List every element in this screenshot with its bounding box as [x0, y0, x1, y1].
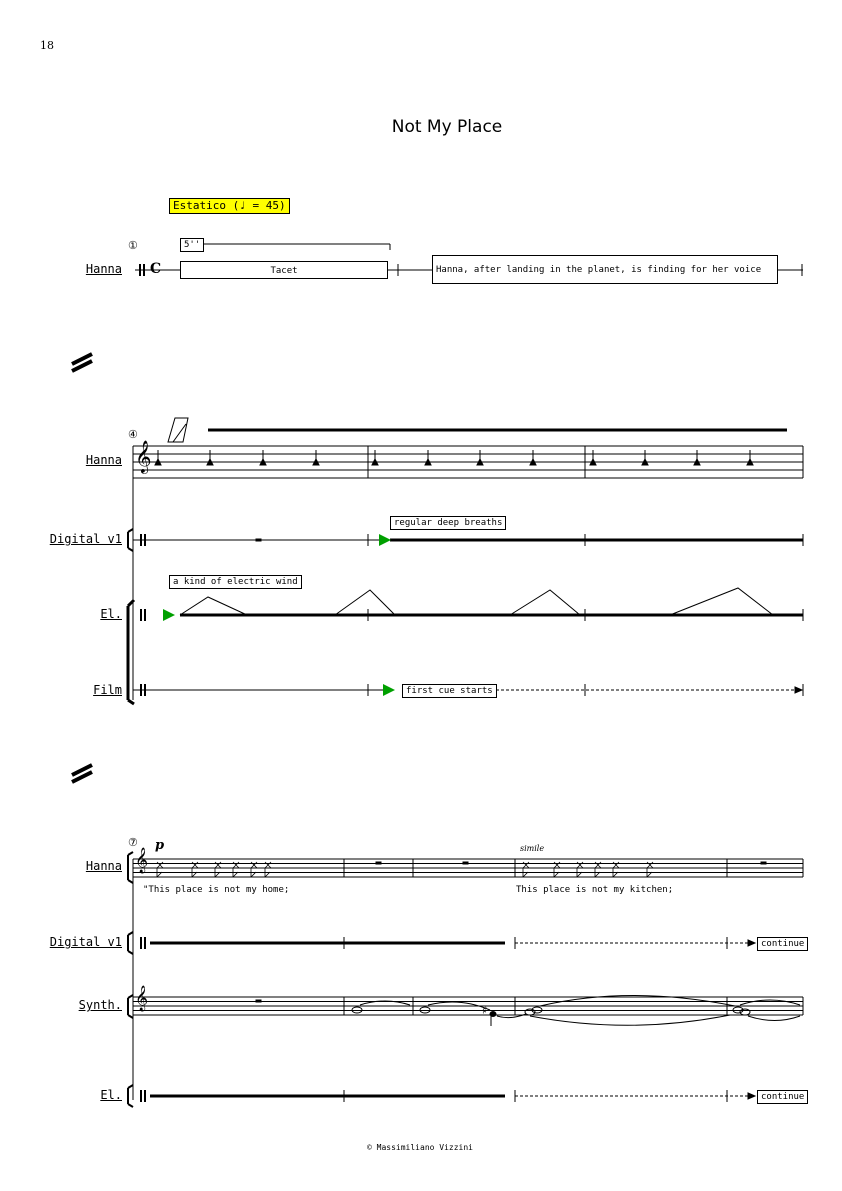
metronome-icon	[167, 417, 189, 443]
note	[594, 861, 602, 878]
dynamic-marking: p	[155, 838, 165, 853]
note	[522, 861, 530, 878]
note	[371, 450, 379, 466]
duration-box: 5''	[180, 238, 205, 252]
note	[250, 861, 258, 878]
system-separator	[71, 763, 93, 784]
film-cue-label: first cue starts	[402, 684, 497, 698]
note	[424, 450, 432, 466]
digital-cue-label: regular deep breaths	[390, 516, 507, 530]
lyrics: "This place is not my home;	[143, 885, 290, 895]
note	[553, 861, 561, 878]
note	[746, 450, 754, 466]
performance-note-box: Hanna, after landing in the planet, is f…	[432, 255, 778, 284]
note	[576, 861, 584, 878]
hanna-notes-system3	[156, 861, 654, 878]
note	[589, 450, 597, 466]
hanna-staff-3	[133, 858, 804, 878]
note	[312, 450, 320, 466]
note	[529, 450, 537, 466]
instrument-label-hanna: Hanna	[85, 859, 122, 873]
sharp-icon: ♯	[482, 1004, 488, 1017]
rehearsal-mark-1: ①	[128, 239, 138, 252]
instrument-label-digital: Digital v1	[49, 935, 122, 949]
note	[264, 861, 272, 878]
common-time-icon: C	[150, 261, 162, 277]
treble-clef-icon: 𝄞	[135, 440, 152, 473]
rehearsal-mark-7: ⑦	[128, 836, 138, 849]
instrument-label-synth: Synth.	[78, 998, 122, 1012]
tempo-marking: Estatico (♩ = 45)	[169, 198, 290, 214]
page-number: 18	[40, 39, 54, 52]
note	[232, 861, 240, 878]
note	[156, 861, 164, 878]
instrument-label-el: El.	[100, 1088, 122, 1102]
hanna-staff	[133, 445, 804, 479]
note	[214, 861, 222, 878]
continue-label: continue	[757, 937, 809, 951]
copyright-footer: © Massimiliano Vizzini	[367, 1143, 473, 1152]
instrument-label-hanna: Hanna	[85, 453, 122, 467]
tacet-box: Tacet	[180, 261, 388, 279]
simile-marking: simile	[520, 844, 545, 853]
note	[693, 450, 701, 466]
rehearsal-mark-4: ④	[128, 428, 138, 441]
note	[612, 861, 620, 878]
envelope	[179, 587, 774, 616]
lyrics: This place is not my kitchen;	[516, 885, 674, 895]
note	[191, 861, 199, 878]
treble-clef-icon: 𝄞	[135, 848, 149, 873]
el-cue-label: a kind of electric wind	[169, 575, 302, 589]
instrument-label-el: El.	[100, 607, 122, 621]
note	[476, 450, 484, 466]
system-separator	[71, 352, 93, 373]
note	[646, 861, 654, 878]
instrument-label-digital: Digital v1	[49, 532, 122, 546]
cue-markers	[163, 534, 395, 696]
bracket	[126, 598, 136, 706]
hanna-notes-system2	[154, 450, 754, 466]
note	[641, 450, 649, 466]
instrument-label-hanna: Hanna	[85, 262, 122, 276]
instrument-label-film: Film	[93, 683, 122, 697]
synth-staff	[133, 995, 804, 1026]
note	[259, 450, 267, 466]
note	[206, 450, 214, 466]
note	[154, 450, 162, 466]
continue-label: continue	[757, 1090, 809, 1104]
treble-clef-icon: 𝄞	[135, 986, 149, 1011]
page-title: Not My Place	[391, 117, 503, 137]
